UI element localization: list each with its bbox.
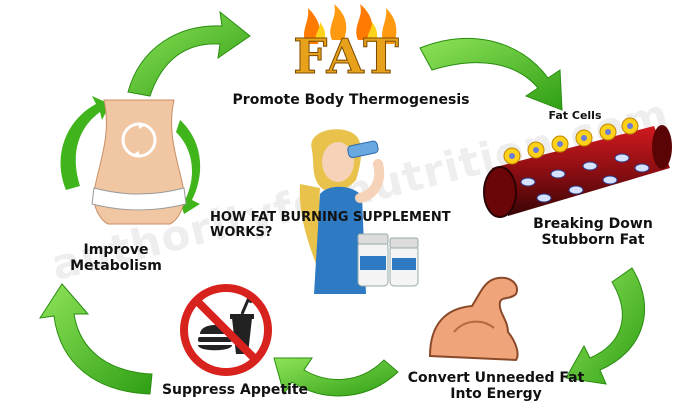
label-metabolism-line1: Improve	[83, 242, 149, 258]
no-food-sign-icon	[180, 284, 272, 376]
arrow-metabolism-to-thermogenesis	[127, 10, 251, 97]
label-fat-cells: Fat Cells	[548, 109, 602, 122]
fat-flame-icon	[304, 4, 397, 44]
arrow-thermogenesis-to-breakdown	[419, 37, 563, 111]
label-metabolism: Improve Metabolism	[56, 242, 176, 274]
center-title-line2: WORKS?	[210, 224, 273, 240]
muscle-arm-icon	[428, 276, 519, 362]
label-convert-line2: Into Energy	[450, 386, 542, 403]
center-title-line1: HOW FAT BURNING SUPPLEMENT	[210, 210, 451, 225]
label-convert-line1: Convert Unneeded Fat	[407, 370, 585, 386]
label-convert: Convert Unneeded Fat Into Energy	[396, 370, 596, 402]
waist-cycle-arrow-right	[176, 120, 201, 214]
label-breakdown: Breaking Down Stubborn Fat	[508, 216, 678, 248]
arrow-breakdown-to-convert	[565, 267, 646, 385]
label-breakdown-line2: Stubborn Fat	[541, 232, 645, 249]
label-thermogenesis: Promote Body Thermogenesis	[232, 92, 470, 108]
arrow-convert-to-suppress	[273, 357, 399, 397]
fat-title: FAT	[293, 29, 401, 85]
waist-icon	[91, 99, 187, 225]
fat-vessel-icon	[483, 117, 672, 218]
supplement-bottles-icon	[357, 233, 419, 287]
woman-drinking-icon	[299, 129, 385, 294]
label-suppress: Suppress Appetite	[161, 382, 309, 398]
label-breakdown-line1: Breaking Down	[533, 216, 653, 232]
waist-cycle-arrow-left	[60, 96, 110, 190]
center-title: HOW FAT BURNING SUPPLEMENT WORKS?	[210, 210, 480, 241]
arrow-suppress-to-metabolism	[38, 283, 153, 395]
label-metabolism-line2: Metabolism	[70, 258, 162, 275]
